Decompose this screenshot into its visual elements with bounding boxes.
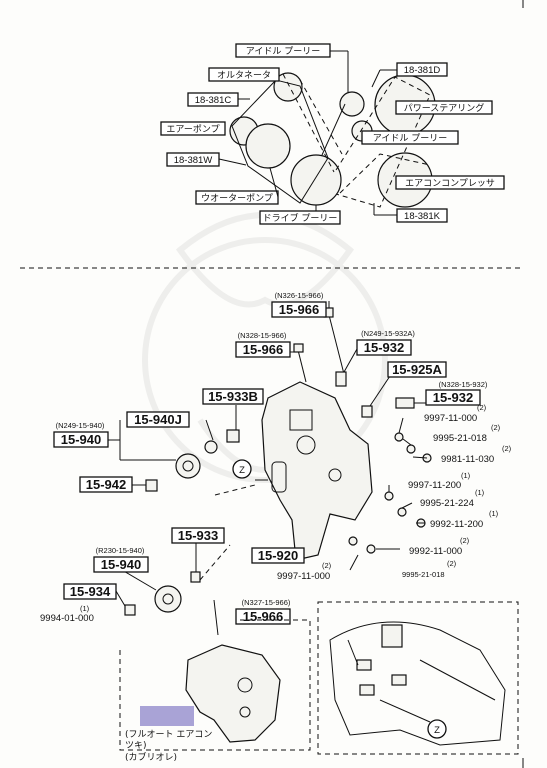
- hw-h9-qty: (2): [322, 561, 332, 570]
- zone-z2-label: Z: [434, 725, 440, 736]
- hw-h8-qty: (2): [447, 559, 457, 568]
- hw-h4: 9997-11-200: [408, 480, 461, 491]
- part-p1: 15-966: [279, 302, 319, 317]
- hw-h4-qty: (1): [461, 471, 471, 480]
- hw-h6: 9992-11-200: [430, 519, 483, 530]
- label-idler-pulley-mid: アイドル プーリー: [373, 133, 447, 144]
- hw-h7-qty: (2): [460, 536, 470, 545]
- hw-h10: 9994-01-000: [40, 613, 94, 624]
- part-p2-sub: (N328-15-966): [238, 331, 287, 340]
- hw-h10-qty: (1): [80, 604, 90, 613]
- part-p10: 15-933: [178, 528, 218, 543]
- part-p8-sub: (N249-15-940): [56, 421, 105, 430]
- part-p11: 15-920: [258, 548, 298, 563]
- hw-h6-qty: (1): [489, 509, 499, 518]
- hw-h5-qty: (1): [475, 488, 485, 497]
- hw-h9: 9997-11-000: [277, 571, 330, 582]
- part-p5-sub: (N328-15-932): [439, 380, 488, 389]
- part-p5: 15-932: [433, 390, 473, 405]
- hw-h3-qty: (2): [502, 444, 512, 453]
- water-pump-pulley: [245, 123, 291, 169]
- part-p12-sub: (R230-15-940): [96, 546, 145, 555]
- part-p8: 15-940: [61, 432, 101, 447]
- note-line3: (カブリオレ): [125, 751, 177, 763]
- label-ac-compressor: エアコンコンプレッサ: [405, 178, 495, 189]
- hw-h8: 9995-21-018: [402, 570, 445, 579]
- bolts: [124, 307, 432, 636]
- drive-pulley: [290, 154, 342, 206]
- label-18-381c: 18-381C: [195, 95, 232, 106]
- part-p3: 15-932: [364, 340, 404, 355]
- label-18-381d: 18-381D: [404, 65, 441, 76]
- label-water-pump: ウオーターポンプ: [201, 193, 273, 204]
- variant-note: (フルオート エアコン ツキ) (カブリオレ): [125, 729, 212, 763]
- hw-h5: 9995-21-224: [420, 498, 474, 509]
- label-18-381k: 18-381K: [404, 211, 441, 222]
- part-p9: 15-942: [86, 477, 126, 492]
- main-bracket: [261, 381, 373, 561]
- zone-z-marker: Z: [239, 465, 245, 476]
- hw-h2-qty: (2): [491, 423, 501, 432]
- part-p12: 15-940: [101, 557, 141, 572]
- part-p3-sub: (N249-15-932A): [361, 329, 415, 338]
- variant-bracket: [185, 644, 281, 743]
- part-p13: 15-934: [70, 584, 111, 599]
- hw-h3: 9981-11-030: [441, 454, 494, 465]
- part-p1-sub: (N326-15-966): [275, 291, 324, 300]
- part-p2: 15-966: [243, 342, 283, 357]
- idler-pulley-top: [339, 91, 365, 117]
- part-p7: 15-940J: [134, 412, 182, 427]
- hw-h1: 9997-11-000: [424, 413, 477, 424]
- label-air-pump: エアーポンプ: [166, 124, 219, 135]
- note-line2: ツキ): [125, 741, 147, 751]
- label-alternator: オルタネータ: [217, 70, 271, 81]
- hardware-labels: (2) 9997-11-000 (2) 9995-21-018 (2) 9981…: [40, 403, 512, 624]
- redaction-box: [140, 706, 194, 726]
- engine-detail-frame: [317, 601, 519, 755]
- alternator-pulley: [273, 72, 303, 102]
- zone-z-detail-marker: [427, 719, 447, 739]
- part-p14-sub: (N327-15-966): [242, 598, 291, 607]
- part-labels: (N326-15-966) 15-966 (N328-15-966) 15-96…: [53, 291, 488, 625]
- hw-h7: 9992-11-000: [409, 546, 462, 557]
- hw-h1-qty: (2): [477, 403, 487, 412]
- variant-detail-frame: [119, 619, 311, 751]
- part-p6: 15-933B: [208, 389, 258, 404]
- label-power-steering: パワーステアリング: [404, 102, 485, 114]
- note-line1: (フルオート エアコン: [125, 729, 212, 740]
- part-p14: 15-966: [243, 609, 283, 624]
- label-idler-pulley-top: アイドル プーリー: [246, 46, 320, 57]
- label-drive-pulley: ドライブ プーリー: [263, 212, 338, 224]
- engine-detail: [329, 621, 506, 746]
- label-18-381w: 18-381W: [174, 155, 213, 166]
- hw-h2: 9995-21-018: [433, 433, 487, 444]
- belt-diagram: アイドル プーリー オルタネータ 18-381C エアーポンプ 18-381W …: [160, 43, 505, 225]
- part-p4: 15-925A: [392, 362, 442, 377]
